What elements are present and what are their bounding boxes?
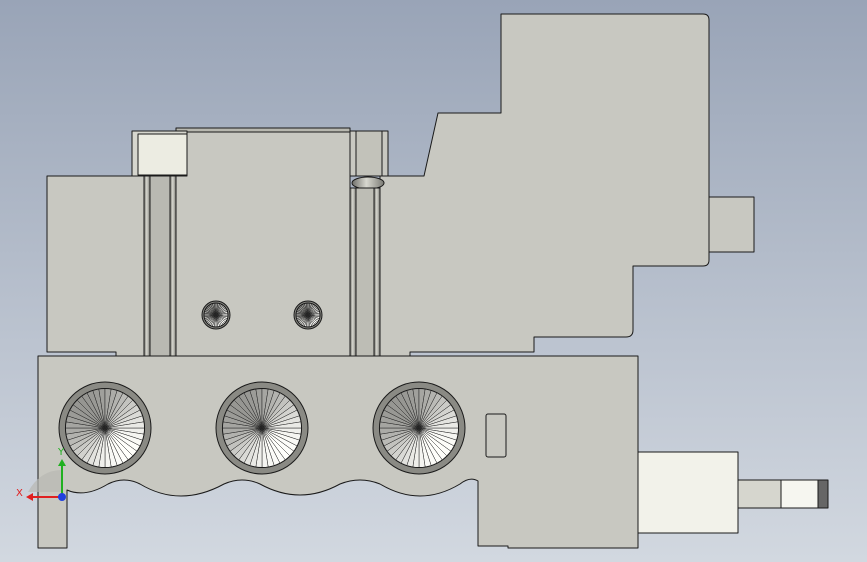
port-slot <box>485 413 507 458</box>
port-disc-3 <box>372 381 466 475</box>
left-block <box>46 175 145 357</box>
port-group <box>58 300 466 475</box>
small-port-right <box>293 300 323 330</box>
axis-triad: X Y <box>16 447 66 501</box>
fitting-rod-end <box>780 479 819 509</box>
y-axis-label: Y <box>57 447 65 458</box>
right-rod-b <box>373 187 381 357</box>
solenoid-housing <box>379 13 710 357</box>
fitting-body <box>637 451 739 534</box>
connector-stub <box>708 196 755 253</box>
triad-origin-marker <box>28 470 62 492</box>
left-rod-b <box>169 175 177 357</box>
right-rod-a <box>349 187 357 357</box>
y-axis-head <box>58 459 66 466</box>
fitting-rod-tip <box>817 479 829 509</box>
x-axis-head <box>26 493 33 501</box>
left-cap <box>137 133 188 176</box>
body-top-lip <box>175 127 351 133</box>
valve-assembly <box>37 13 829 549</box>
left-rod-a <box>143 175 151 357</box>
central-body <box>175 130 351 357</box>
fitting-rod <box>737 479 782 509</box>
x-axis-label: X <box>16 488 23 499</box>
small-port-left <box>201 300 231 330</box>
base-manifold <box>37 355 639 549</box>
port-disc-2 <box>215 381 309 475</box>
right-cap-ring <box>351 176 385 190</box>
right-channel-inner <box>355 187 375 357</box>
port-disc-1 <box>58 381 152 475</box>
z-axis-dot <box>58 493 66 501</box>
right-cap <box>355 130 383 177</box>
